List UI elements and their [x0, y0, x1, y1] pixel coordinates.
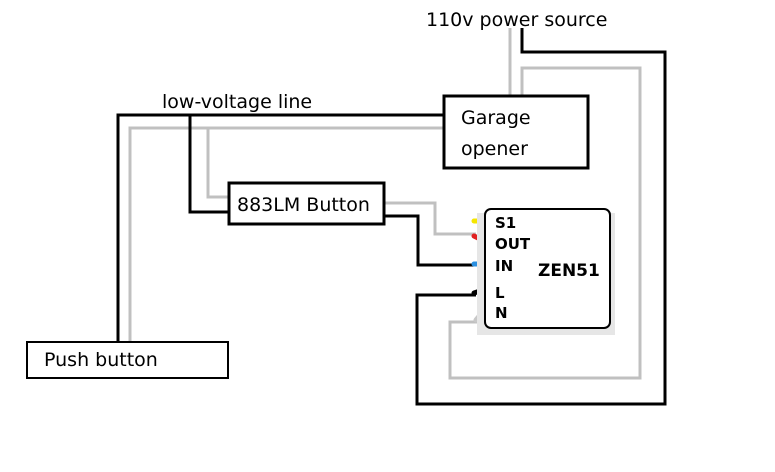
zen51-box	[484, 208, 611, 329]
low-voltage-label: low-voltage line	[162, 91, 312, 113]
button-883lm-label: 883LM Button	[237, 194, 370, 216]
garage-opener-label-line1: Garage	[461, 107, 531, 129]
zen51-pin-in: IN	[495, 257, 513, 275]
gray-wires	[128, 28, 642, 380]
pushbutton-gray-wire	[128, 126, 445, 343]
pushbutton-black-wire	[116, 113, 230, 343]
button-883lm-box	[227, 181, 386, 226]
zen51-pin-s1: S1	[495, 214, 516, 232]
in-black-wire	[385, 214, 476, 267]
button-gray-tap-wire	[206, 128, 230, 199]
power-source-label: 110v power source	[426, 9, 607, 31]
zen51-pin-l: L	[495, 284, 505, 302]
zen51-pin-n: N	[495, 304, 508, 322]
garage-opener-box	[442, 94, 590, 170]
push-button-label: Push button	[44, 349, 158, 371]
zen51-name: ZEN51	[538, 261, 600, 281]
garage-opener-label-line2: opener	[461, 138, 528, 160]
neutral-loop-wire	[448, 66, 642, 380]
s1-gray-wire	[385, 201, 476, 236]
power-hot-wire	[415, 28, 667, 406]
push-button-box	[26, 341, 229, 379]
zen51-pin-out: OUT	[495, 235, 531, 253]
black-wires	[116, 28, 667, 406]
